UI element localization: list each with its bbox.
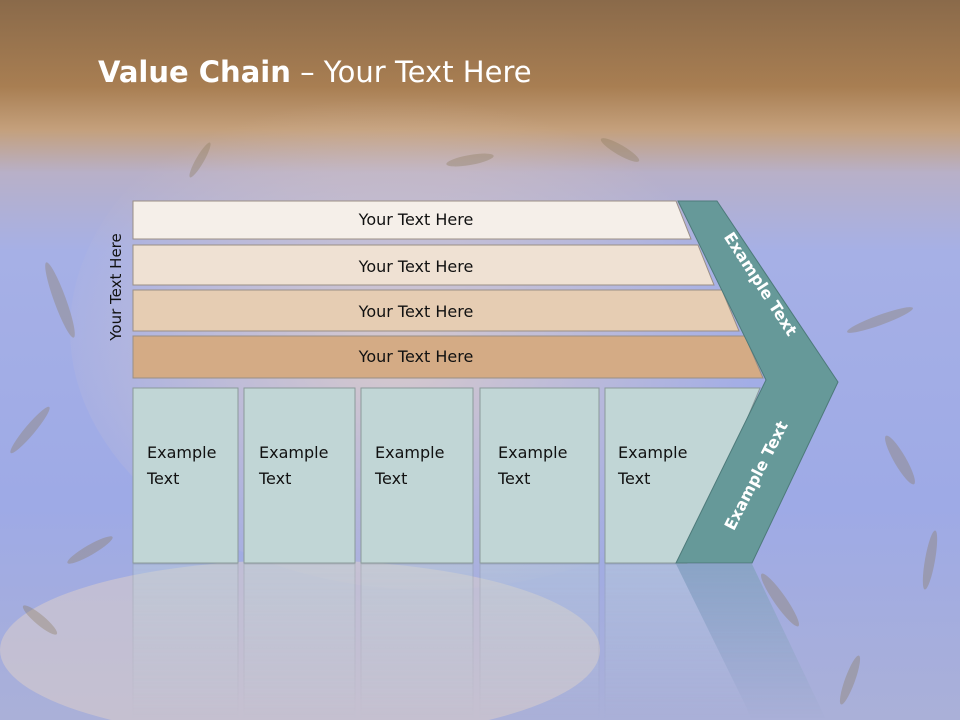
- support-row[interactable]: Your Text Here: [132, 335, 764, 379]
- support-row-label: Your Text Here: [358, 210, 474, 229]
- support-row[interactable]: Your Text Here: [132, 244, 715, 286]
- support-row[interactable]: Your Text Here: [132, 289, 740, 332]
- primary-box-line1: Example: [498, 443, 567, 462]
- support-row-label: Your Text Here: [358, 302, 474, 321]
- primary-box-line2: Text: [374, 469, 407, 488]
- primary-box-shape: [243, 387, 356, 564]
- primary-box-line1: Example: [147, 443, 216, 462]
- support-row-shape: [132, 244, 715, 286]
- primary-box[interactable]: Example Text: [479, 387, 600, 564]
- reflection: [132, 563, 827, 720]
- title-bold: Value Chain: [98, 55, 291, 89]
- title-rest: – Your Text Here: [290, 55, 532, 89]
- primary-box[interactable]: Example Text: [360, 387, 474, 564]
- primary-box-line2: Text: [617, 469, 650, 488]
- primary-box-line1: Example: [375, 443, 444, 462]
- primary-box-shape: [132, 387, 239, 564]
- primary-box-line2: Text: [146, 469, 179, 488]
- support-row-label: Your Text Here: [358, 257, 474, 276]
- support-row-shape: [132, 289, 740, 332]
- support-row-shape: [132, 200, 692, 240]
- primary-box-line1: Example: [618, 443, 687, 462]
- support-row[interactable]: Your Text Here: [132, 200, 692, 240]
- primary-box-line2: Text: [497, 469, 530, 488]
- slide-title: Value Chain – Your Text Here: [98, 55, 532, 89]
- primary-box-shape: [479, 387, 600, 564]
- primary-box-line2: Text: [258, 469, 291, 488]
- primary-box[interactable]: Example Text: [132, 387, 239, 564]
- primary-box-shape: [360, 387, 474, 564]
- primary-box[interactable]: Example Text: [243, 387, 356, 564]
- primary-box-line1: Example: [259, 443, 328, 462]
- primary-box[interactable]: Example Text: [604, 387, 761, 564]
- margin-chevron-shape: [675, 200, 839, 564]
- support-row-label: Your Text Here: [358, 347, 474, 366]
- support-row-shape: [132, 335, 764, 379]
